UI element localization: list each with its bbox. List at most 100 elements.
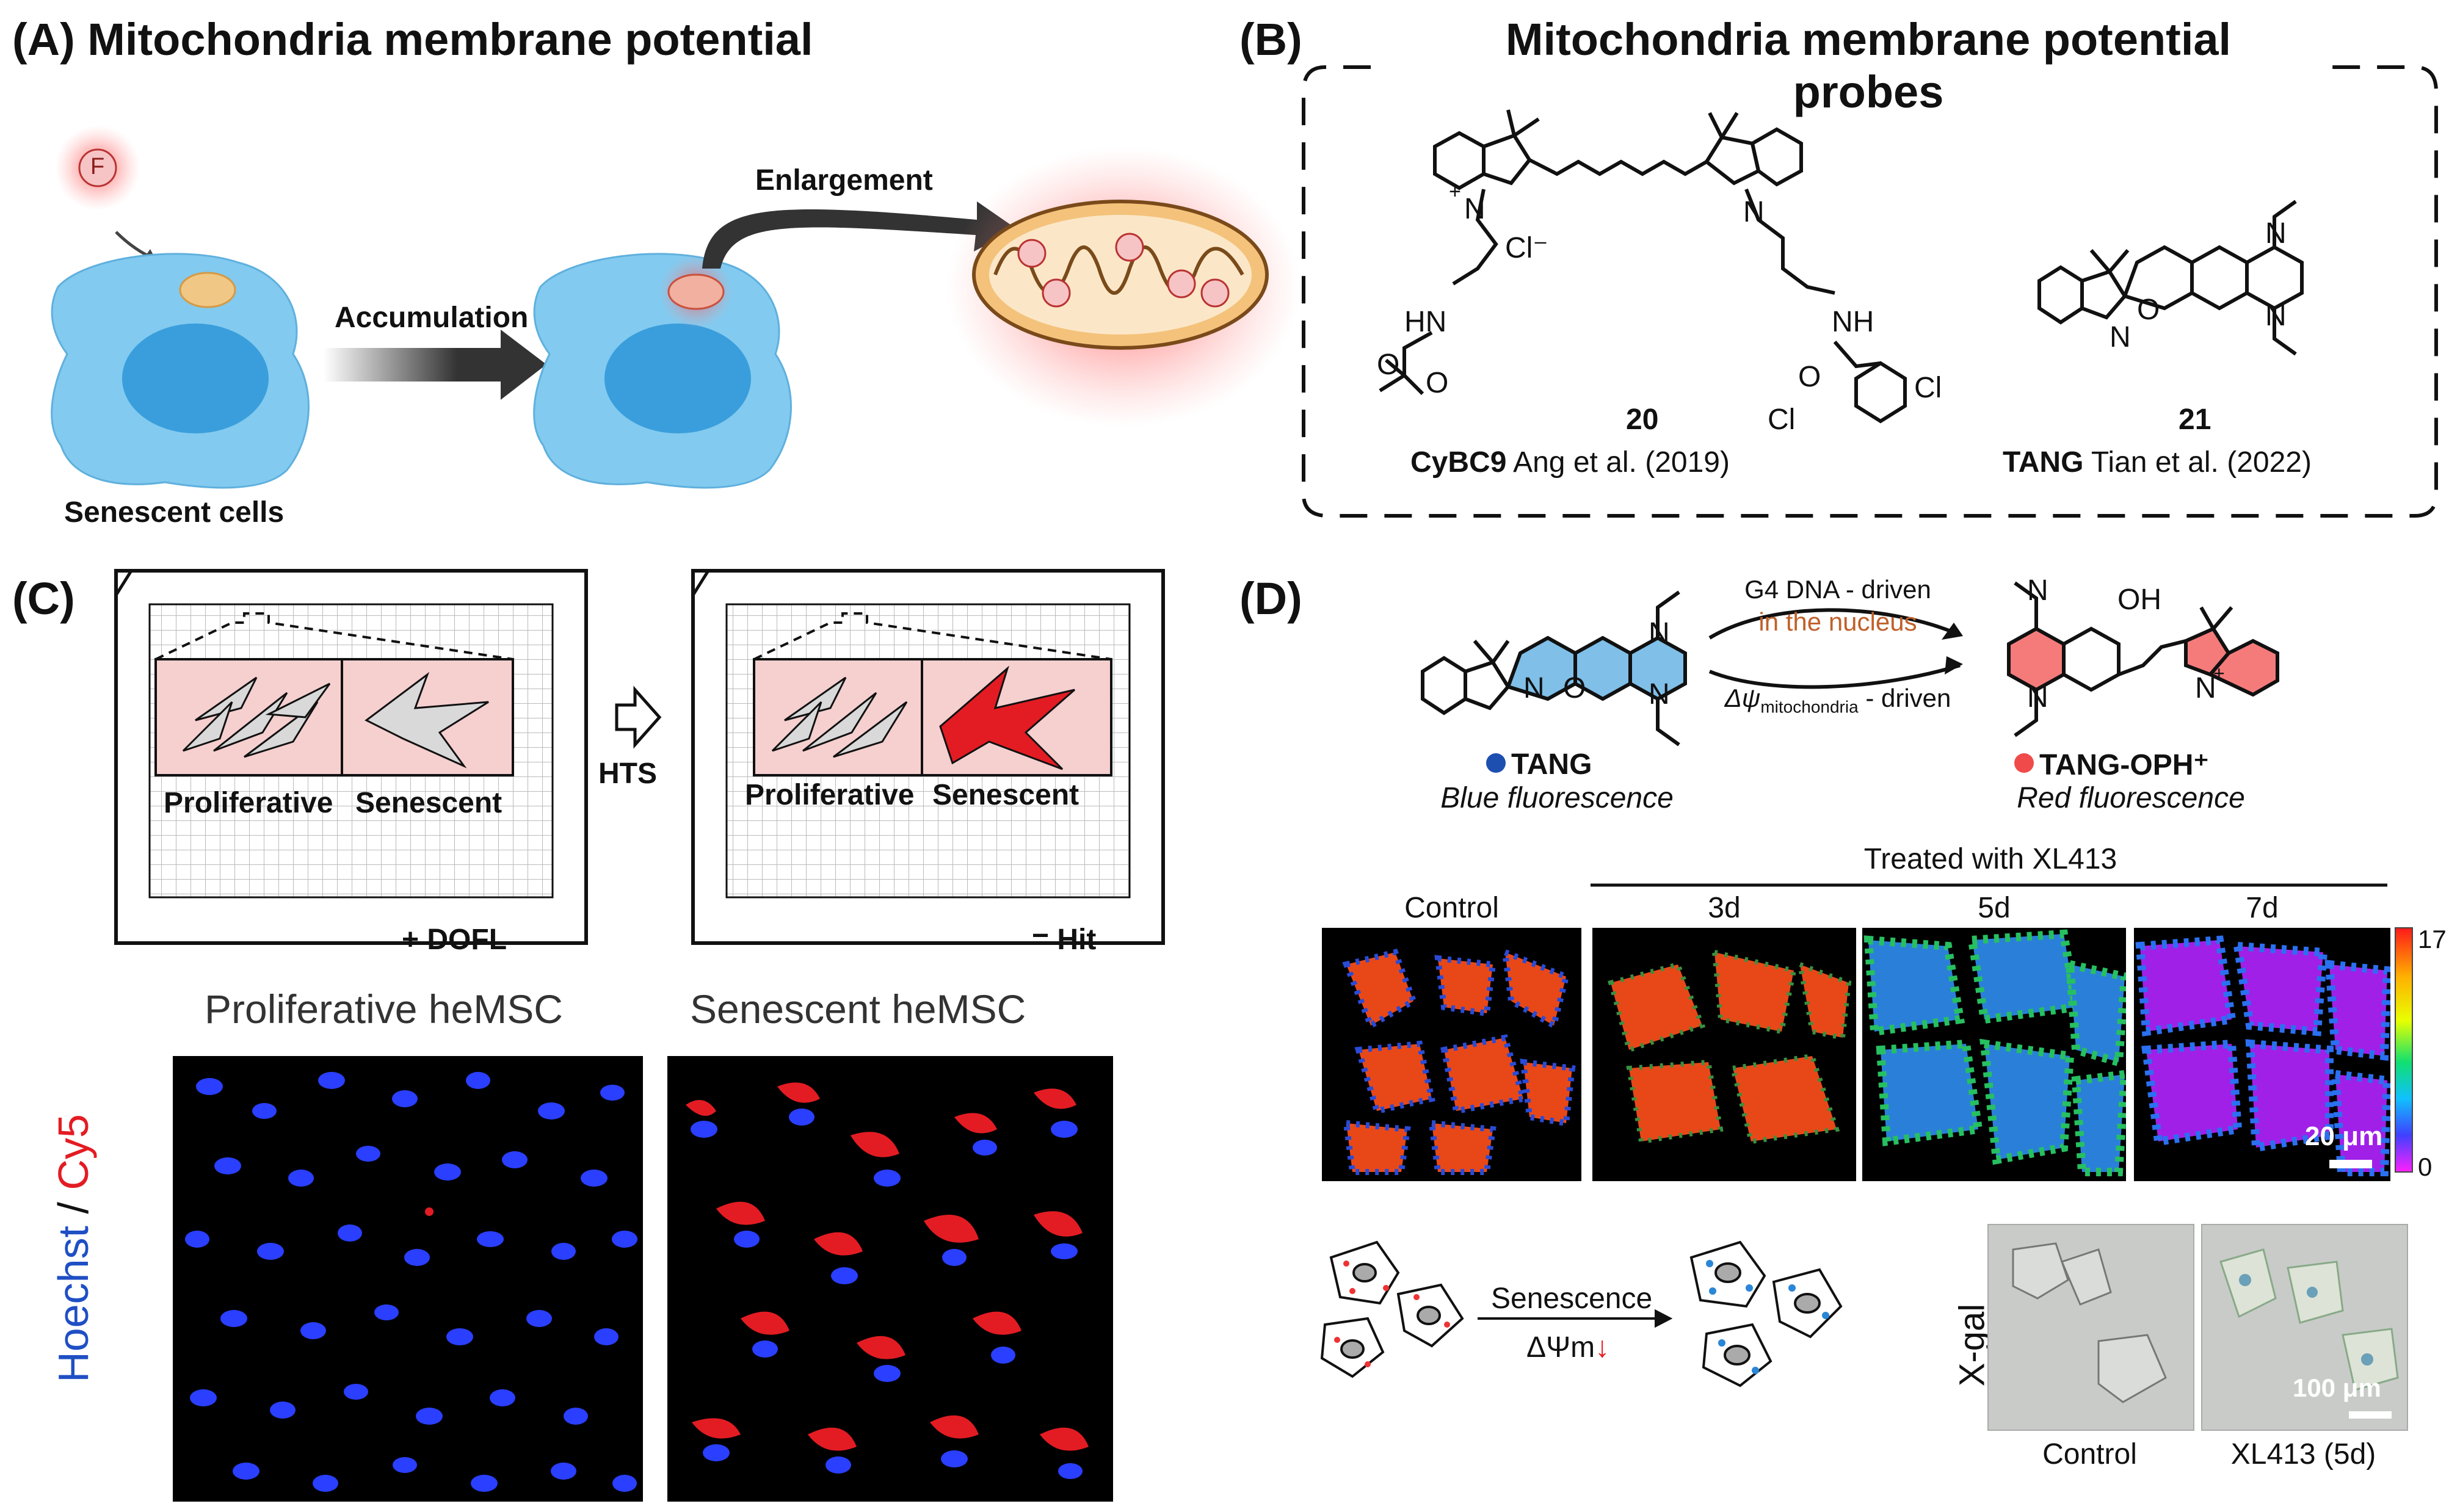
day5-micrograph <box>1862 928 2126 1181</box>
panel-b-label: (B) <box>1239 14 1302 65</box>
oph-atom-n3: N <box>2195 672 2216 704</box>
tang-atom-n3: N <box>1649 678 1670 711</box>
cmpd21-number: 21 <box>2179 403 2211 436</box>
xgal-control-image <box>1987 1224 2194 1431</box>
treated-label: Treated with XL413 <box>1863 843 2117 875</box>
hit-label: = Hit <box>1032 924 1097 956</box>
plate1-proliferative: Proliferative <box>164 787 333 819</box>
enlargement-label: Enlargement <box>755 164 933 197</box>
arrow-top-text: G4 DNA - driven <box>1744 575 1931 604</box>
dpsi-subscript: mitochondria <box>1760 697 1859 717</box>
atom-cl-2: Cl <box>1914 372 1942 404</box>
ylabel-cy5: Cy5 <box>49 1114 97 1190</box>
arrow-upper <box>1708 608 1961 640</box>
atom-o-20c: O <box>1798 361 1821 393</box>
senescent-micrograph <box>667 1056 1113 1502</box>
atom-nh: NH <box>1832 306 1874 338</box>
plate2-senescent: Senescent <box>932 779 1079 811</box>
tang-oph-desc: Red fluorescence <box>2017 782 2245 814</box>
atom-n-21c: N <box>2265 300 2287 332</box>
red-dots <box>1334 1261 1450 1367</box>
oph-atom-n: N <box>2027 574 2048 607</box>
cmpd21-ref: Tian et al. (2022) <box>2091 446 2312 479</box>
cmpd20-caption: CyBC9 Ang et al. (2019) <box>1410 446 1730 479</box>
blue-dots <box>1706 1260 1829 1374</box>
colorbar-max: 17 <box>2418 925 2447 953</box>
panel-d-label: (D) <box>1239 573 1302 624</box>
scalebar-bar <box>2329 1160 2372 1168</box>
arrow-bottom-text: Δψmitochondria - driven <box>1710 684 1966 717</box>
dpsi-m: ΔΨm <box>1526 1331 1595 1364</box>
tang-atom-n: N <box>1523 672 1545 704</box>
arrow-bottom-end: - driven <box>1858 684 1951 712</box>
tang-d-structure <box>1421 590 1687 747</box>
atom-plus-20: + <box>1449 180 1461 203</box>
channel-ylabel: Hoechst / Cy5 <box>49 1096 98 1401</box>
col-label-7d: 7d <box>2246 892 2279 924</box>
plate1-senescent: Senescent <box>355 787 502 819</box>
col-label-3d: 3d <box>1708 892 1741 924</box>
nucleus-2 <box>604 324 751 433</box>
atom-n-20b: N <box>1743 196 1765 228</box>
panel-c-drawing <box>114 569 1165 945</box>
atom-n-20: N <box>1464 193 1486 225</box>
probe-label: F <box>90 154 105 179</box>
dofl-label: + DOFL <box>402 924 507 956</box>
mito-2 <box>667 273 725 310</box>
tang-atom-o: O <box>1563 672 1586 704</box>
proliferative-micrograph <box>173 1056 643 1502</box>
tang-structure <box>2037 200 2304 356</box>
control-micrograph <box>1322 928 1581 1181</box>
panel-a-title: (A) Mitochondria membrane potential <box>12 14 813 65</box>
oph-atom-n2: N <box>2027 681 2048 714</box>
cybc9-structure <box>1379 109 1907 424</box>
dpsi-symbol: Δψ <box>1724 684 1761 712</box>
atom-o-20b: O <box>1426 367 1449 399</box>
mito-1 <box>179 272 236 308</box>
col-label-5d: 5d <box>1978 892 2011 924</box>
senescent-cells-label: Senescent cells <box>64 496 285 529</box>
atom-cl-minus: Cl⁻ <box>1505 232 1548 264</box>
ylabel-slash: / <box>49 1190 97 1226</box>
hts-arrow <box>615 685 662 749</box>
cmpd20-ref: Ang et al. (2019) <box>1513 446 1730 479</box>
cmpd21-caption: TANG Tian et al. (2022) <box>2003 446 2312 479</box>
bf-label-control: Control <box>2042 1438 2137 1470</box>
day7-micrograph <box>2134 928 2390 1181</box>
dpsi-label: ΔΨm↓ <box>1526 1331 1609 1364</box>
senescence-label: Senescence <box>1491 1282 1653 1315</box>
arrow-lower <box>1708 664 1961 689</box>
tang-desc: Blue fluorescence <box>1440 782 1674 814</box>
cmpd21-name: TANG <box>2003 446 2084 479</box>
xgal-label: X-gal <box>1952 1303 1992 1387</box>
atom-hn: HN <box>1404 306 1447 338</box>
tang-oph-structure <box>2007 581 2279 737</box>
panel-d-drawing <box>1320 581 2413 1387</box>
prolif-img-title: Proliferative heMSC <box>205 986 563 1032</box>
atom-o-21: O <box>2137 294 2160 326</box>
blue-fluor-icon <box>1486 753 1506 773</box>
atom-cl-1: Cl <box>1768 403 1796 436</box>
down-arrow: ↓ <box>1595 1331 1610 1364</box>
panel-c-label: (C) <box>12 573 75 624</box>
tang-atom-n2: N <box>1649 617 1670 649</box>
nucleus-1 <box>122 324 269 433</box>
accumulation-arrow <box>324 330 546 400</box>
senescent-img-title: Senescent heMSC <box>690 986 1026 1032</box>
panel-b-title-line2: probes <box>1793 67 1944 117</box>
accumulation-label: Accumulation <box>335 302 529 334</box>
atom-n-21a: N <box>2110 321 2131 353</box>
day3-micrograph <box>1592 928 1856 1181</box>
oph-atom-plus: + <box>2213 662 2225 684</box>
xgal-xl413-image <box>2201 1224 2408 1431</box>
hts-plate-2 <box>691 569 1165 945</box>
colorbar-min: 0 <box>2418 1152 2433 1181</box>
cmpd20-number: 20 <box>1626 403 1659 436</box>
col-label-control: Control <box>1404 892 1499 924</box>
mito-probes <box>1017 233 1230 308</box>
plate2-proliferative: Proliferative <box>745 779 915 811</box>
red-fluor-icon <box>2014 753 2034 773</box>
panel-a-drawing <box>51 125 1301 489</box>
enlargement-arrow <box>702 201 1017 269</box>
colorbar <box>2395 927 2413 1173</box>
